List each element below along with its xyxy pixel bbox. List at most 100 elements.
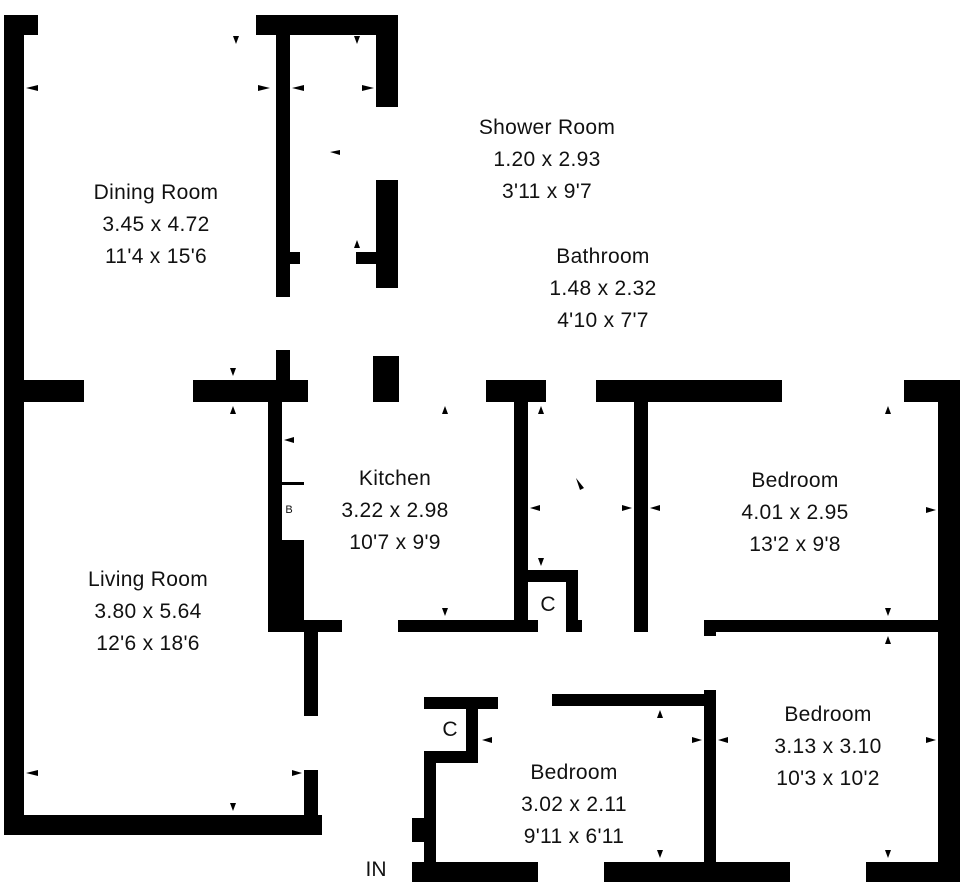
room-label-bedroom-2: Bedroom 3.13 x 3.10 10'3 x 10'2 [774, 699, 881, 795]
dim-arrow [530, 505, 540, 511]
wall-shower-inner-stub [356, 252, 384, 264]
room-label-kitchen: Kitchen 3.22 x 2.98 10'7 x 9'9 [341, 463, 448, 559]
room-label-shower-room: Shower Room 1.20 x 2.93 3'11 x 9'7 [479, 112, 615, 208]
wall-dining-living-left [4, 380, 84, 402]
wall-bcup-bottom [424, 751, 478, 763]
dim-arrow [230, 368, 236, 376]
wall-kitchen-boiler-line [282, 482, 304, 485]
room-size-metric: 3.45 x 4.72 [102, 213, 210, 236]
wall-cupboard-top [514, 570, 578, 582]
room-size-imperial: 4'10 x 7'7 [557, 309, 649, 332]
dim-arrow [926, 737, 936, 743]
room-size-metric: 3.80 x 5.64 [94, 600, 202, 623]
dim-arrow [354, 240, 360, 248]
wall-outer-right [938, 380, 960, 882]
room-size-metric: 3.13 x 3.10 [774, 735, 882, 758]
wall-bottom-far-right [866, 862, 960, 882]
wall-kitchen-right [514, 395, 528, 632]
dim-arrow [885, 608, 891, 616]
dim-arrow [692, 737, 702, 743]
dim-arrow [284, 437, 294, 443]
dim-arrow [292, 85, 304, 91]
room-size-imperial: 11'4 x 15'6 [104, 245, 207, 268]
dim-arrow [650, 505, 660, 511]
wall-shower-left [276, 15, 290, 297]
wall-living-right-lower [304, 770, 318, 820]
room-name: Kitchen [358, 467, 432, 490]
dim-arrow [362, 85, 374, 91]
wall-living-right-upper [304, 620, 318, 716]
room-label-living-room: Living Room 3.80 x 5.64 12'6 x 18'6 [88, 564, 208, 660]
wall-bottom-left [4, 815, 322, 835]
wall-top-shower [256, 15, 396, 35]
dim-arrow [885, 406, 891, 414]
wall-bed2-left [704, 690, 716, 865]
room-label-bedroom-3: Bedroom 3.02 x 2.11 9'11 x 6'11 [521, 757, 627, 853]
room-name: Bedroom [751, 469, 839, 492]
cupboard-label-hall: C [540, 593, 556, 616]
room-size-metric: 1.20 x 2.93 [493, 148, 601, 171]
dim-arrow [258, 85, 270, 91]
dim-arrow [26, 770, 38, 776]
dim-arrow [576, 478, 584, 490]
wall-bath-stub [373, 356, 399, 402]
dim-arrow [292, 770, 302, 776]
dim-arrow [657, 710, 663, 718]
room-name: Bathroom [556, 245, 650, 268]
wall-shower-foot [276, 252, 300, 264]
room-size-imperial: 13'2 x 9'8 [749, 533, 841, 556]
dim-arrow [622, 505, 632, 511]
dim-arrow [230, 406, 236, 414]
wall-bottom-bed3 [412, 862, 538, 882]
dim-arrow [538, 406, 544, 414]
room-name: Shower Room [478, 116, 616, 139]
dim-arrow [230, 803, 236, 811]
dim-arrow [718, 737, 728, 743]
wall-bed1-top [596, 380, 782, 402]
wall-bcup-top [424, 697, 498, 709]
room-name: Bedroom [530, 761, 618, 784]
wall-bed3-left [424, 751, 436, 881]
room-label-bedroom-1: Bedroom 4.01 x 2.95 13'2 x 9'8 [741, 465, 848, 561]
wall-bed1-bottom-stub [704, 620, 716, 636]
wall-stub-middle [276, 350, 290, 390]
room-name: Living Room [87, 568, 209, 591]
room-name: Dining Room [93, 181, 219, 204]
wall-outer-right-top [904, 380, 944, 402]
dim-arrow [330, 150, 340, 155]
wall-top-left-stub [4, 15, 38, 35]
room-size-metric: 3.22 x 2.98 [341, 499, 449, 522]
dimension-markers [26, 36, 936, 858]
room-size-metric: 1.48 x 2.32 [549, 277, 657, 300]
boiler-label: B [285, 504, 293, 516]
cupboard-label-bedroom: C [442, 718, 458, 741]
wall-shower-right-lower [376, 180, 398, 288]
room-size-metric: 3.02 x 2.11 [521, 793, 627, 816]
room-size-imperial: 10'7 x 9'9 [349, 531, 441, 554]
dim-arrow [354, 36, 360, 44]
wall-bed1-left [634, 395, 648, 632]
dim-arrow [233, 36, 239, 44]
room-size-metric: 4.01 x 2.95 [741, 501, 849, 524]
dim-arrow [442, 406, 448, 414]
wall-bcup-right [466, 697, 478, 763]
dim-arrow [885, 636, 891, 644]
dim-arrow [442, 608, 448, 616]
room-size-imperial: 12'6 x 18'6 [96, 632, 200, 655]
wall-outer-left [4, 15, 24, 835]
room-size-imperial: 9'11 x 6'11 [523, 825, 625, 848]
room-size-imperial: 10'3 x 10'2 [776, 767, 880, 790]
boiler-block [268, 540, 304, 630]
wall-kitchen-top-right [486, 380, 546, 402]
dim-arrow [926, 507, 936, 513]
wall-bed1-bottom [704, 620, 944, 632]
dim-arrow [657, 850, 663, 858]
dim-arrow [482, 737, 492, 743]
wall-bed3-top [552, 694, 716, 706]
wall-bed3-left-stub [412, 818, 436, 842]
room-label-dining-room: Dining Room 3.45 x 4.72 11'4 x 15'6 [94, 177, 219, 273]
room-size-imperial: 3'11 x 9'7 [501, 180, 593, 203]
room-label-bathroom: Bathroom 1.48 x 2.32 4'10 x 7'7 [549, 241, 656, 337]
